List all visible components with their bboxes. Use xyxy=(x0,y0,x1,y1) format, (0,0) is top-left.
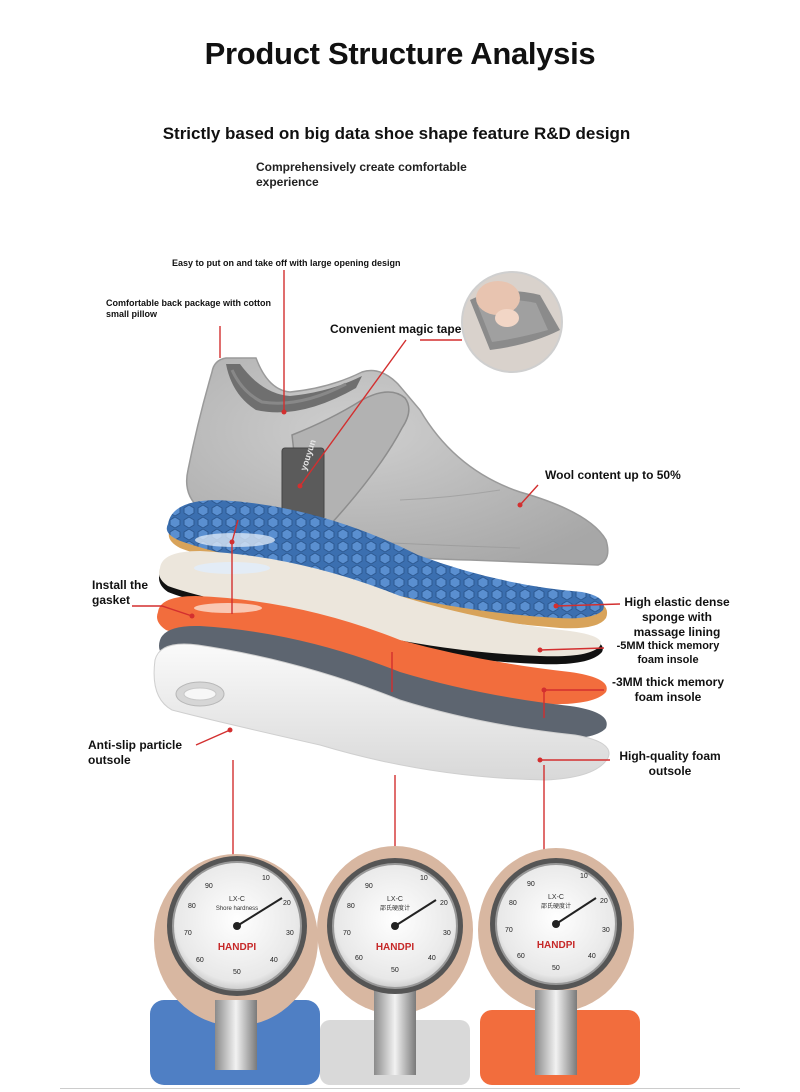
svg-text:90: 90 xyxy=(527,881,535,888)
outsole xyxy=(153,643,610,781)
svg-text:50: 50 xyxy=(552,965,560,972)
gauge-sub: 邵氏硬度计 xyxy=(380,904,410,912)
grey-foam-layer xyxy=(159,625,607,740)
svg-text:80: 80 xyxy=(347,903,355,910)
svg-text:40: 40 xyxy=(270,957,278,964)
gauge-middle: HANDPI LX-C 邵氏硬度计 90 10 20 30 40 50 60 7… xyxy=(317,846,473,1085)
blue-massage-insole xyxy=(166,500,608,629)
svg-text:90: 90 xyxy=(365,883,373,890)
label-install-gasket: Install the gasket xyxy=(92,578,149,607)
svg-text:40: 40 xyxy=(428,955,436,962)
svg-text:70: 70 xyxy=(184,930,192,937)
svg-text:80: 80 xyxy=(509,900,517,907)
bottom-divider xyxy=(60,1088,740,1089)
svg-text:20: 20 xyxy=(600,898,608,905)
svg-text:80: 80 xyxy=(188,903,196,910)
svg-text:60: 60 xyxy=(355,955,363,962)
gauge-brand: HANDPI xyxy=(376,942,415,953)
label-large-opening: Easy to put on and take off with large o… xyxy=(172,258,401,268)
svg-text:90: 90 xyxy=(205,883,213,890)
label-back-package: Comfortable back package with cotton sma… xyxy=(106,298,272,320)
gauge-brand: HANDPI xyxy=(218,942,257,953)
label-antislip-outsole: Anti-slip particle outsole xyxy=(88,738,183,767)
svg-text:20: 20 xyxy=(440,900,448,907)
magic-tape-inset xyxy=(461,271,563,373)
svg-text:30: 30 xyxy=(602,927,610,934)
beige-memory-layer xyxy=(159,551,603,665)
gauge-left: HANDPI LX-C Shore hardness 90 10 20 30 4… xyxy=(150,854,320,1085)
gauge-right: HANDPI LX-C 邵氏硬度计 90 10 20 30 40 50 60 7… xyxy=(478,848,640,1085)
svg-text:60: 60 xyxy=(517,953,525,960)
page-subline: Comprehensively create comfortable exper… xyxy=(256,160,467,189)
leader-lines xyxy=(132,270,621,880)
page-subtitle: Strictly based on big data shoe shape fe… xyxy=(162,124,631,143)
orange-memory-layer xyxy=(157,596,607,705)
svg-text:10: 10 xyxy=(262,875,270,882)
svg-text:20: 20 xyxy=(283,900,291,907)
svg-text:30: 30 xyxy=(443,930,451,937)
gauge-sub: 邵氏硬度计 xyxy=(541,902,571,910)
gauge-sub: Shore hardness xyxy=(216,906,258,912)
gauge-brand: HANDPI xyxy=(537,940,576,951)
svg-text:70: 70 xyxy=(505,927,513,934)
svg-text:50: 50 xyxy=(233,969,241,976)
svg-text:50: 50 xyxy=(391,967,399,974)
label-magic-tape: Convenient magic tape xyxy=(330,322,462,336)
svg-text:60: 60 xyxy=(196,957,204,964)
page-title: Product Structure Analysis xyxy=(204,36,596,71)
leader-dots xyxy=(189,409,559,763)
label-wool-content: Wool content up to 50% xyxy=(545,468,681,482)
gauge-model: LX-C xyxy=(387,896,403,903)
label-elastic-sponge: High elastic dense sponge with massage l… xyxy=(624,595,730,639)
svg-text:30: 30 xyxy=(286,930,294,937)
svg-text:10: 10 xyxy=(580,873,588,880)
svg-text:70: 70 xyxy=(343,930,351,937)
svg-text:10: 10 xyxy=(420,875,428,882)
gauge-model: LX-C xyxy=(229,896,245,903)
label-foam-outsole: High-quality foam outsole xyxy=(619,749,721,778)
label-memory-3mm: -3MM thick memory foam insole xyxy=(611,675,725,704)
gauge-model: LX-C xyxy=(548,894,564,901)
label-memory-5mm: -5MM thick memory foam insole xyxy=(616,640,720,666)
svg-text:40: 40 xyxy=(588,953,596,960)
